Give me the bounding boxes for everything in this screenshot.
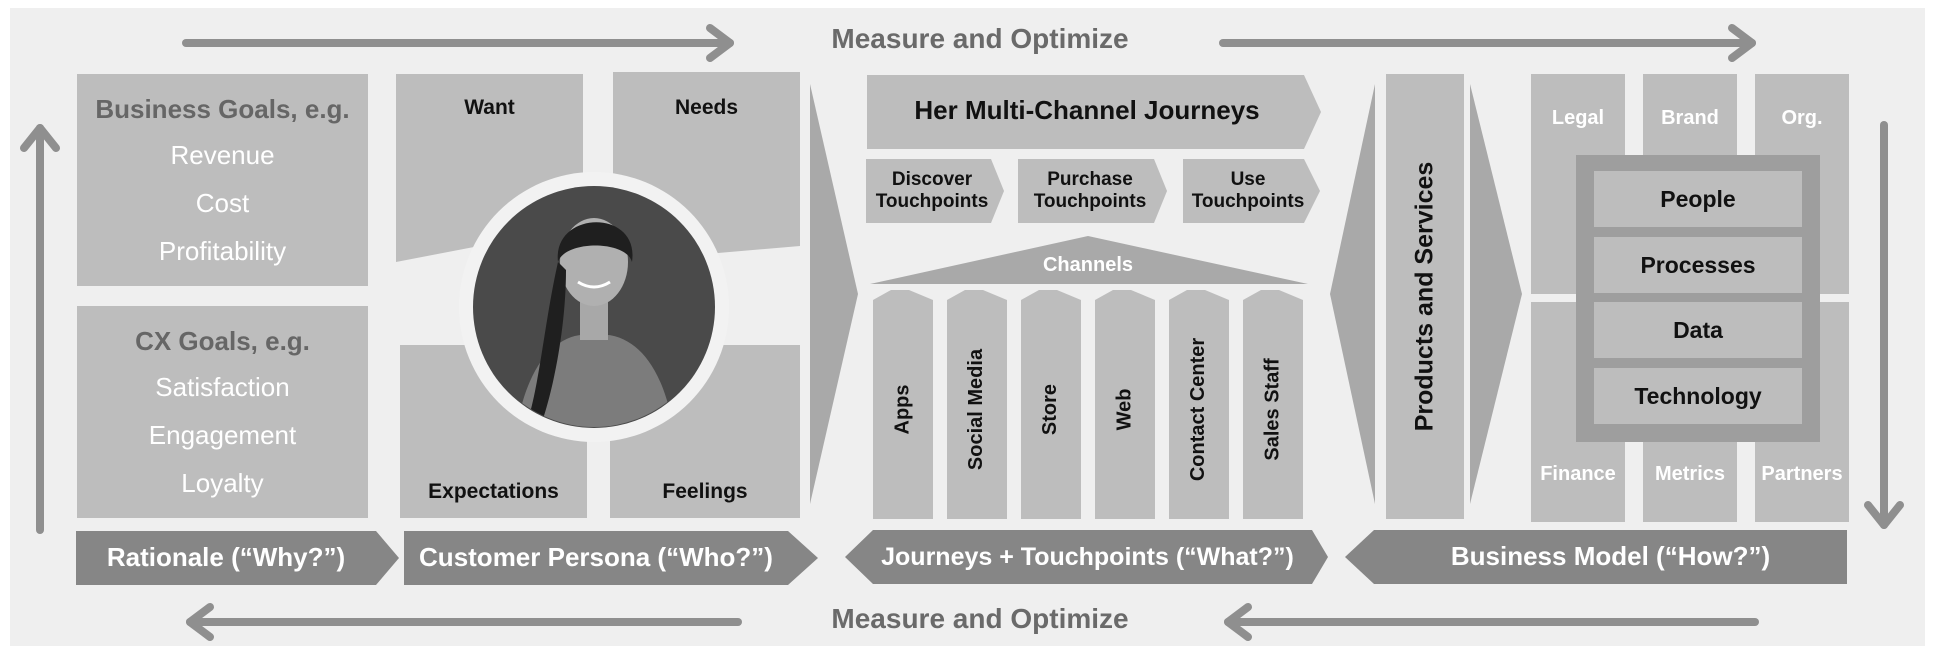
persona-label-band — [404, 531, 818, 585]
measure-optimize-top: Measure and Optimize — [831, 22, 1129, 54]
tile-finance-label: Finance — [1540, 462, 1616, 485]
touchpoint-purchase — [1018, 159, 1167, 223]
want-label: Want — [464, 95, 515, 119]
business-model-label: Business Model (“How?”) — [1450, 541, 1771, 572]
touchpoint-discover-label: Discover Touchpoints — [866, 162, 998, 220]
cycle-arrow-down — [1864, 121, 1904, 529]
cx-goals-panel — [77, 306, 368, 518]
tile-org-label: Org. — [1781, 106, 1823, 129]
channel-text: Store — [1039, 383, 1062, 436]
channel-label-web: Web — [1095, 300, 1155, 519]
tile-brand-label: Brand — [1661, 106, 1719, 129]
channel-text: Sales Staff — [1261, 358, 1284, 461]
touchpoint-use-label: Use Touchpoints — [1183, 162, 1313, 220]
core-technology-label: Technology — [1634, 382, 1762, 409]
rationale-label: Rationale (“Why?”) — [106, 542, 346, 573]
touchpoint-discover — [866, 159, 1004, 223]
products-services-label: Products and Services — [1386, 74, 1464, 519]
cycle-arrow-up — [20, 124, 60, 534]
products-to-model-chevron — [1470, 84, 1522, 504]
channel-label-social-media: Social Media — [947, 300, 1007, 519]
touchpoint-use — [1183, 159, 1320, 223]
expectations-label: Expectations — [428, 479, 559, 503]
channel-label-store: Store — [1021, 300, 1081, 519]
core-people-label: People — [1660, 185, 1736, 212]
touchpoint-line: Touchpoints — [1191, 191, 1305, 212]
products-services-panel — [1386, 74, 1464, 519]
business-goal-item: Cost — [195, 188, 250, 219]
channel-label-contact-center: Contact Center — [1169, 300, 1229, 519]
measure-arrow-bottom-left — [186, 603, 742, 641]
journey-to-products-chevron — [1330, 84, 1375, 504]
needs-label: Needs — [674, 95, 739, 119]
tile-metrics-label: Metrics — [1654, 462, 1726, 485]
cx-goal-item: Engagement — [148, 420, 297, 451]
business-goals-panel — [77, 74, 368, 286]
touchpoint-line: Touchpoints — [1033, 191, 1147, 212]
core-data-label: Data — [1673, 316, 1723, 343]
measure-arrow-top-right — [1219, 24, 1756, 62]
rationale-label-band — [76, 531, 399, 585]
journeys-label-band — [845, 530, 1328, 584]
business-goals-title: Business Goals, e.g. — [95, 94, 350, 125]
core-box-data — [1594, 302, 1802, 358]
core-box-processes — [1594, 237, 1802, 293]
tile-legal-label: Legal — [1551, 106, 1605, 129]
journeys-label: Journeys + Touchpoints (“What?”) — [881, 542, 1294, 571]
channels-label: Channels — [1042, 253, 1134, 276]
channel-pillar-social-media — [947, 290, 1007, 519]
feelings-label: Feelings — [662, 479, 748, 503]
products-services-text: Products and Services — [1410, 161, 1439, 432]
core-processes-label: Processes — [1640, 251, 1756, 278]
channels-roof — [870, 236, 1308, 284]
channel-pillar-contact-center — [1169, 290, 1229, 519]
touchpoint-line: Touchpoints — [875, 191, 989, 212]
business-goal-item: Profitability — [158, 236, 287, 267]
channel-text: Web — [1113, 388, 1136, 431]
touchpoint-line: Discover — [891, 169, 973, 191]
channel-pillar-web — [1095, 290, 1155, 519]
measure-arrow-bottom-right — [1224, 603, 1759, 641]
core-boxes — [1594, 171, 1802, 424]
measure-arrow-top-left — [182, 24, 734, 62]
core-box-technology — [1594, 368, 1802, 424]
touchpoint-line: Purchase — [1047, 169, 1133, 191]
cx-goals-title: CX Goals, e.g. — [135, 326, 310, 357]
business-model-label-band — [1345, 530, 1847, 584]
channel-label-apps: Apps — [873, 300, 933, 519]
cx-goal-item: Loyalty — [181, 468, 264, 499]
touchpoint-purchase-label: Purchase Touchpoints — [1018, 162, 1162, 220]
channel-pillar-sales-staff — [1243, 290, 1303, 519]
journeys-title: Her Multi-Channel Journeys — [914, 95, 1260, 126]
core-box-people — [1594, 171, 1802, 227]
channel-label-sales-staff: Sales Staff — [1243, 300, 1303, 519]
channel-pillar-store — [1021, 290, 1081, 519]
cx-goal-item: Satisfaction — [155, 372, 290, 403]
channel-pillar-apps — [873, 290, 933, 519]
channel-text: Contact Center — [1187, 337, 1210, 482]
persona-silhouette — [515, 218, 675, 427]
persona-label: Customer Persona (“Who?”) — [419, 542, 773, 573]
tile-partners-label: Partners — [1761, 462, 1843, 485]
journeys-title-banner — [867, 75, 1321, 149]
channel-pillars — [873, 290, 1303, 519]
channel-text: Apps — [891, 384, 914, 435]
channel-text: Social Media — [965, 348, 988, 471]
persona-to-journey-chevron — [810, 84, 858, 504]
business-goal-item: Revenue — [170, 140, 275, 171]
measure-optimize-bottom: Measure and Optimize — [831, 602, 1129, 634]
touchpoint-line: Use — [1230, 169, 1266, 191]
